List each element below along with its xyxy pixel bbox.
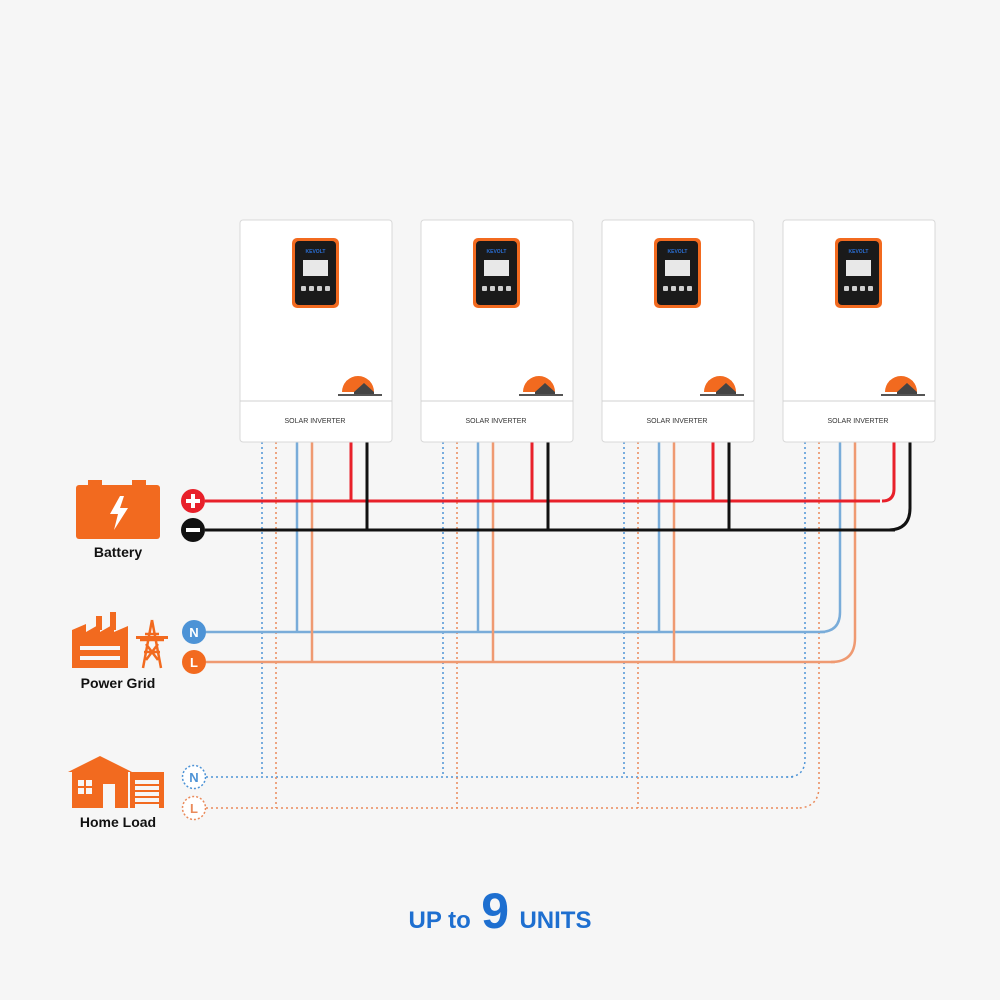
brand-logo: KEVOLT	[668, 249, 688, 255]
control-button	[317, 286, 322, 291]
battery-negative-drop	[887, 442, 912, 532]
power-grid-label: Power Grid	[81, 675, 156, 691]
control-button	[309, 286, 314, 291]
home-load-wires	[206, 442, 820, 809]
plus-icon	[181, 489, 205, 513]
control-button	[679, 286, 684, 291]
inverter-label: SOLAR INVERTER	[466, 418, 527, 425]
ground-line	[881, 394, 925, 396]
control-button	[506, 286, 511, 291]
home-line-drop	[796, 442, 820, 809]
home-neutral-drop	[786, 442, 806, 778]
lcd-screen	[665, 260, 690, 276]
home-line-letter: L	[190, 801, 198, 816]
control-button	[671, 286, 676, 291]
home-line-terminal: L	[181, 795, 207, 821]
battery-icon	[76, 480, 160, 539]
grid-line-letter: L	[190, 655, 198, 670]
battery-positive-drop	[881, 442, 896, 503]
control-button	[687, 286, 692, 291]
ground-line	[338, 394, 382, 396]
units-number: 9	[481, 883, 509, 939]
inverter-unit: KEVOLT SOLAR INVERTER	[782, 219, 936, 443]
house-logo	[354, 383, 374, 396]
brand-logo: KEVOLT	[487, 249, 507, 255]
home-icon	[68, 756, 164, 808]
control-button	[844, 286, 849, 291]
lcd-screen	[846, 260, 871, 276]
units-suffix: UNITS	[519, 907, 591, 934]
brand-logo: KEVOLT	[306, 249, 326, 255]
inverter-units: KEVOLT SOLAR INVERTER KEVOLT SOLAR INVERTER…	[239, 219, 936, 443]
units-prefix: UP to	[409, 907, 471, 934]
lcd-screen	[303, 260, 328, 276]
grid-neutral-terminal: N	[182, 620, 206, 644]
control-button	[490, 286, 495, 291]
grid-neutral-drop	[819, 442, 842, 634]
house-logo	[716, 383, 736, 396]
home-neutral-letter: N	[189, 770, 198, 785]
lcd-screen	[484, 260, 509, 276]
power-grid-wires	[206, 442, 857, 664]
control-button	[663, 286, 668, 291]
control-button	[498, 286, 503, 291]
units-headline: UP to 9 UNITS	[409, 883, 592, 939]
control-button	[868, 286, 873, 291]
grid-line-drop	[830, 442, 857, 664]
home-neutral-terminal: N	[181, 764, 207, 790]
grid-neutral-letter: N	[189, 625, 198, 640]
battery-wires	[205, 442, 912, 532]
house-logo	[535, 383, 555, 396]
inverter-label: SOLAR INVERTER	[647, 418, 708, 425]
grid-line-terminal: L	[182, 650, 206, 674]
inverter-unit: KEVOLT SOLAR INVERTER	[601, 219, 755, 443]
control-button	[325, 286, 330, 291]
battery-label: Battery	[94, 544, 142, 560]
ground-line	[519, 394, 563, 396]
inverter-label: SOLAR INVERTER	[285, 418, 346, 425]
minus-icon	[181, 518, 205, 542]
power-grid-icon	[72, 612, 168, 669]
home-load-label: Home Load	[80, 814, 156, 830]
inverter-unit: KEVOLT SOLAR INVERTER	[239, 219, 393, 443]
house-logo	[897, 383, 917, 396]
ground-line	[700, 394, 744, 396]
control-button	[860, 286, 865, 291]
brand-logo: KEVOLT	[849, 249, 869, 255]
inverter-unit: KEVOLT SOLAR INVERTER	[420, 219, 574, 443]
control-button	[301, 286, 306, 291]
inverter-label: SOLAR INVERTER	[828, 418, 889, 425]
control-button	[482, 286, 487, 291]
control-button	[852, 286, 857, 291]
